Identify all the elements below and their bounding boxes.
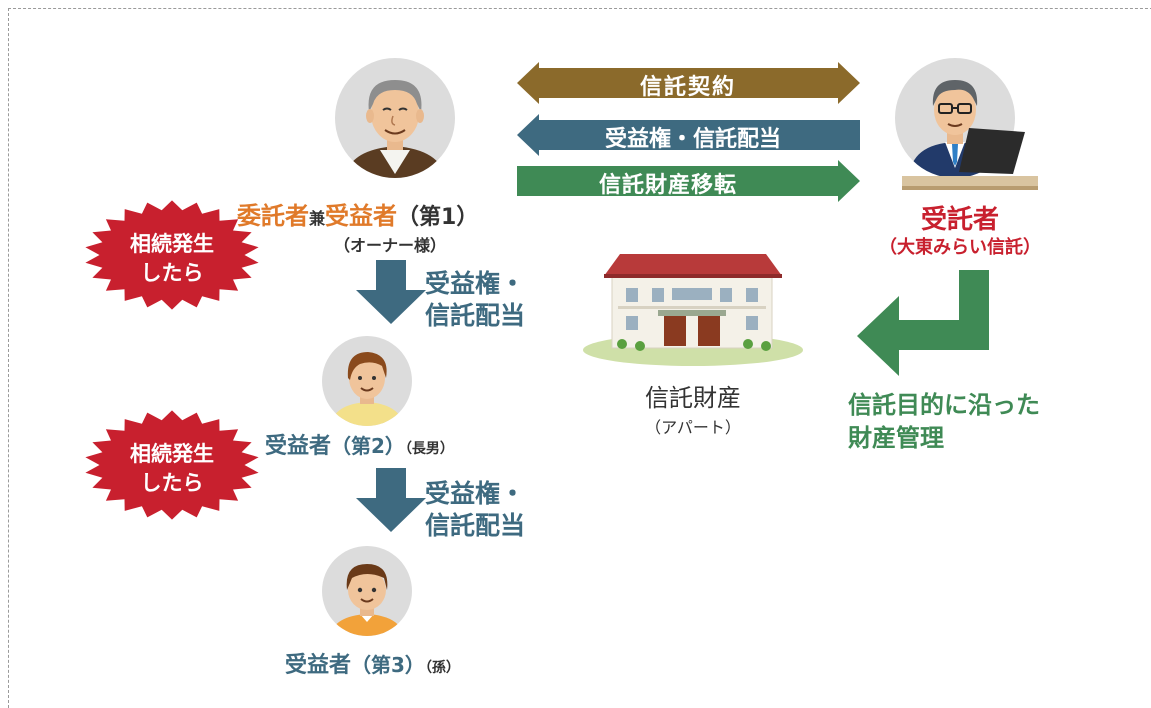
- trustee-title: 受託者: [920, 205, 999, 235]
- owner-beneficiary: 受益者: [325, 202, 398, 230]
- inheritance-badge-2-line2: したら: [140, 471, 204, 495]
- owner-title: 委託者兼受益者（第1）: [237, 196, 478, 231]
- contract-arrow-label: 信託契約: [639, 75, 736, 100]
- owner-subtitle: （オーナー様）: [333, 236, 446, 255]
- dashed-frame: [8, 8, 1151, 708]
- management-line1: 信託目的に沿った: [848, 391, 1040, 419]
- benefit-arrow-label: 受益権・信託配当: [604, 127, 781, 152]
- owner-number: （第1）: [397, 205, 479, 230]
- apartment-building-icon: [583, 254, 803, 366]
- inheritance-badge-1-line1: 相続発生: [130, 232, 214, 256]
- transfer-arrow-label: 信託財産移転: [598, 173, 737, 198]
- young-man-icon: [322, 336, 412, 426]
- desk-icon: [902, 176, 1038, 190]
- elderly-man-icon: [335, 58, 455, 178]
- benefit-arrow: [517, 114, 860, 156]
- transfer-1-line2: 信託配当: [425, 301, 526, 330]
- inheritance-badge-1: [85, 200, 259, 310]
- second-beneficiary-relation: （長男）: [404, 441, 454, 457]
- transfer-arrow: [517, 160, 860, 202]
- transfer-1-line1: 受益権・: [425, 269, 526, 298]
- third-beneficiary-label: 受益者（第3）（孫）: [285, 647, 460, 679]
- transfer-2-line2: 信託配当: [425, 511, 526, 540]
- inheritance-badge-2: [85, 410, 259, 520]
- trustee-subtitle: （大東みらい信託）: [879, 237, 1041, 258]
- third-beneficiary-number: （第3）: [351, 653, 425, 677]
- inheritance-badge-1-line2: したら: [140, 261, 204, 285]
- owner-connector: 兼: [309, 209, 326, 228]
- down-arrow-1: [356, 260, 426, 324]
- down-arrow-2: [356, 468, 426, 532]
- owner-settlor: 委託者: [237, 202, 309, 230]
- property-sublabel: （アパート）: [645, 418, 741, 437]
- second-beneficiary-title: 受益者: [265, 434, 332, 459]
- inheritance-badge-2-line1: 相続発生: [130, 442, 214, 466]
- management-arrow: [857, 270, 989, 376]
- second-beneficiary-label: 受益者（第2）（長男）: [265, 428, 454, 460]
- laptop-icon: [959, 128, 1025, 174]
- third-beneficiary-relation: （孫）: [424, 660, 460, 676]
- property-label: 信託財産: [645, 384, 741, 412]
- boy-icon: [322, 546, 412, 636]
- contract-arrow: [517, 62, 860, 104]
- management-line2: 財産管理: [848, 424, 944, 452]
- second-beneficiary-number: （第2）: [331, 434, 405, 458]
- transfer-2-line1: 受益権・: [425, 479, 526, 508]
- third-beneficiary-title: 受益者: [285, 653, 352, 678]
